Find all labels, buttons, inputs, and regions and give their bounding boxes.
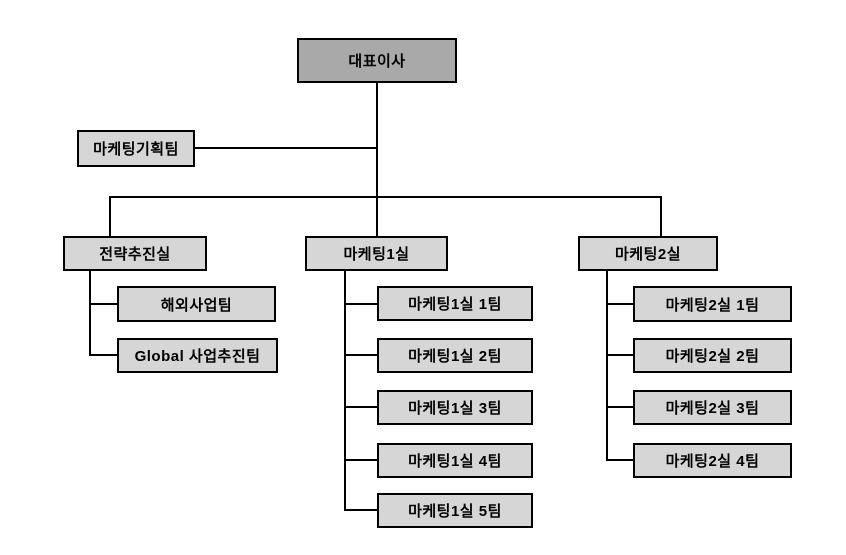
connector-mkt1-vertical bbox=[344, 270, 346, 511]
org-node-mkt1-team-3: 마케팅1실 3팀 bbox=[377, 390, 533, 425]
org-node-marketing-planning-team: 마케팅기획팀 bbox=[77, 130, 195, 167]
org-node-mkt1-team-5: 마케팅1실 5팀 bbox=[377, 493, 533, 528]
org-node-mkt2-team-2: 마케팅2실 2팀 bbox=[633, 338, 792, 373]
org-node-mkt2-team-3: 마케팅2실 3팀 bbox=[633, 390, 792, 425]
connector-stub-mkt1-team2 bbox=[344, 354, 377, 356]
connector-mkt2-vertical bbox=[606, 270, 608, 461]
org-node-mkt1-team-4: 마케팅1실 4팀 bbox=[377, 443, 533, 478]
connector-stub-mkt1-team4 bbox=[344, 459, 377, 461]
org-node-mkt2-team-1: 마케팅2실 1팀 bbox=[633, 286, 792, 322]
org-node-marketing-office-2: 마케팅2실 bbox=[578, 236, 718, 271]
connector-drop-right bbox=[660, 196, 662, 236]
org-node-overseas-business-team: 해외사업팀 bbox=[117, 286, 276, 322]
connector-stub-global bbox=[89, 354, 117, 356]
org-node-mkt1-team-2: 마케팅1실 2팀 bbox=[377, 338, 533, 373]
connector-stub-mkt2-team3 bbox=[606, 406, 633, 408]
org-node-strategy-office: 전략추진실 bbox=[63, 236, 207, 271]
connector-stub-mkt1-team1 bbox=[344, 303, 377, 305]
connector-stub-mkt2-team1 bbox=[606, 303, 633, 305]
connector-trunk-vertical bbox=[376, 83, 378, 236]
connector-stub-mkt2-team2 bbox=[606, 354, 633, 356]
connector-staff-horizontal bbox=[195, 147, 378, 149]
org-node-mkt2-team-4: 마케팅2실 4팀 bbox=[633, 443, 792, 478]
connector-stub-mkt1-team5 bbox=[344, 509, 377, 511]
org-node-global-business-team: Global 사업추진팀 bbox=[117, 338, 278, 373]
connector-stub-mkt2-team4 bbox=[606, 459, 633, 461]
org-node-marketing-office-1: 마케팅1실 bbox=[305, 236, 448, 271]
org-node-ceo: 대표이사 bbox=[297, 38, 457, 83]
connector-stub-mkt1-team3 bbox=[344, 406, 377, 408]
connector-strategy-vertical bbox=[89, 270, 91, 356]
connector-distribution-horizontal bbox=[109, 196, 662, 198]
connector-drop-left bbox=[109, 196, 111, 236]
connector-stub-overseas bbox=[89, 303, 117, 305]
org-node-mkt1-team-1: 마케팅1실 1팀 bbox=[377, 286, 533, 321]
